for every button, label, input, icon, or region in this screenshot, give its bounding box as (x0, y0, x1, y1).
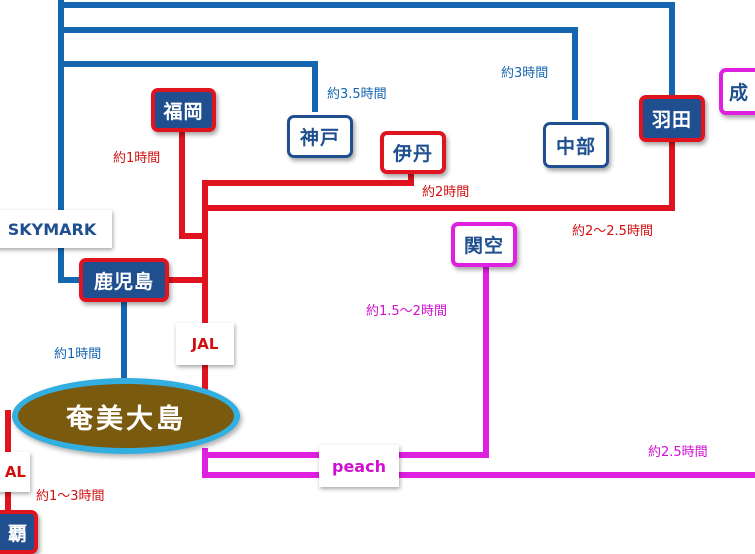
island-amami-oshima: 奄美大島 (12, 378, 240, 454)
duration-kansai: 約1.5～2時間 (366, 304, 447, 319)
skymark-routes (58, 0, 675, 380)
airport-kagoshima-label: 鹿児島 (93, 270, 154, 293)
duration-fukuoka: 約1時間 (113, 151, 161, 166)
airline-jal-tag: JAL (176, 323, 234, 365)
airport-fukuoka: 福岡 (151, 88, 216, 132)
route-kagoshima-blue (58, 0, 82, 283)
route-fukuoka-red (179, 128, 205, 239)
airport-kansai: 関空 (451, 222, 517, 267)
route-lines (5, 0, 755, 535)
route-chubu-blue (61, 27, 578, 120)
route-kobe-blue (61, 61, 318, 112)
airline-peach-tag: peach (319, 445, 399, 487)
airport-fukuoka-label: 福岡 (163, 100, 204, 123)
duration-naha: 約1～3時間 (36, 489, 105, 504)
airline-jal-left-label: AL (4, 463, 26, 481)
duration-narita: 約2.5時間 (648, 445, 708, 460)
duration-kobe: 約3.5時間 (327, 87, 387, 102)
airport-haneda: 羽田 (639, 95, 705, 142)
route-haneda-red (205, 140, 675, 211)
duration-haneda: 約2～2.5時間 (572, 224, 653, 239)
airline-jal-label: JAL (191, 335, 219, 353)
duration-itami: 約2時間 (422, 185, 470, 200)
airport-haneda-label: 羽田 (651, 109, 692, 131)
airport-itami: 伊丹 (380, 131, 446, 174)
route-itami-red (202, 170, 414, 390)
route-kansai-magenta (202, 265, 489, 458)
airport-chubu-label: 中部 (555, 135, 596, 158)
duration-kagoshima: 約1時間 (54, 347, 102, 362)
island-label: 奄美大島 (66, 403, 186, 435)
airport-narita-label: 成 (729, 82, 750, 104)
airport-kobe-label: 神戸 (299, 127, 340, 149)
route-narita-magenta (202, 455, 755, 478)
airline-skymark-tag: SKYMARK (0, 210, 112, 248)
airport-kobe: 神戸 (287, 115, 353, 158)
airline-peach-label: peach (332, 456, 386, 476)
airport-itami-label: 伊丹 (392, 143, 433, 165)
airport-kagoshima: 鹿児島 (79, 258, 169, 302)
airport-naha: 覇 (0, 510, 38, 554)
airline-skymark-label: SKYMARK (7, 219, 97, 239)
airport-narita: 成 (719, 68, 755, 115)
airport-kansai-label: 関空 (463, 235, 504, 257)
airport-naha-label: 覇 (7, 522, 28, 545)
airline-jal-tag-left: AL (0, 452, 30, 492)
airport-chubu: 中部 (543, 122, 609, 168)
duration-chubu: 約3時間 (501, 66, 549, 81)
